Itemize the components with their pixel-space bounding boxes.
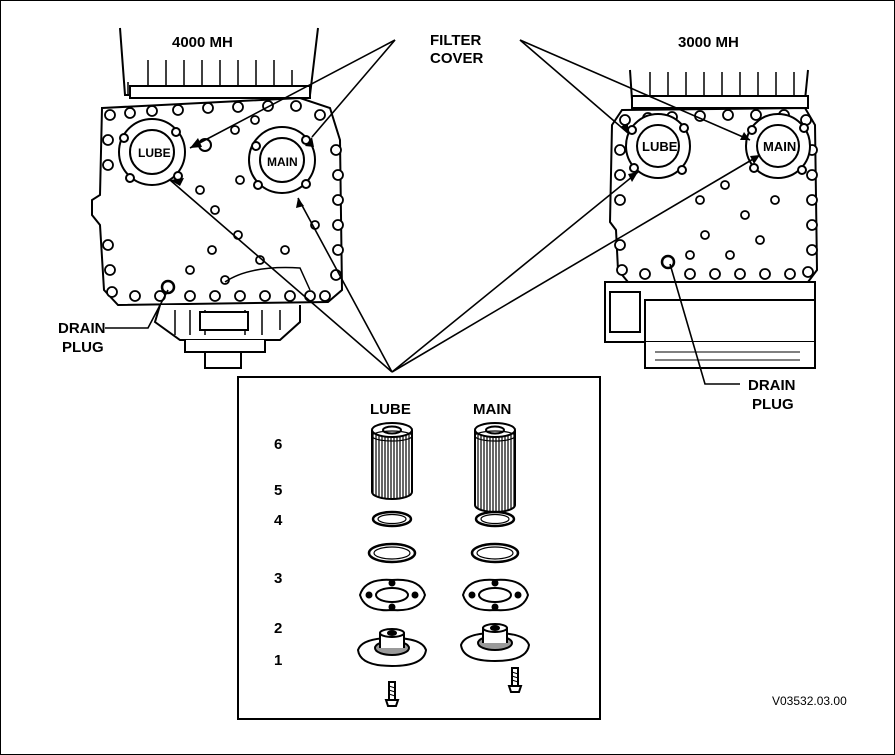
lube-gasket <box>358 578 427 612</box>
unit-3000mh-title: 3000 MH <box>678 34 739 51</box>
main-filter-cover-part <box>459 623 531 663</box>
lube-cover-bolt <box>384 681 400 707</box>
lube-filter-cover-part <box>356 628 428 668</box>
main-cover-label-3000: MAIN <box>763 139 796 154</box>
drain-plug-label-right-line2: PLUG <box>752 396 794 413</box>
part-number-6: 6 <box>274 436 282 453</box>
filter-cover-label-line1: FILTER <box>430 32 482 49</box>
lube-cover-label-4000: LUBE <box>138 146 171 160</box>
arrowheads <box>170 123 760 208</box>
main-filter-element <box>474 422 516 513</box>
perimeter-bolts-3000 <box>614 109 818 280</box>
filter-cover-label-line2: COVER <box>430 50 484 67</box>
figure-code: V03532.03.00 <box>772 694 847 708</box>
main-gasket <box>461 578 530 612</box>
part-number-1: 1 <box>274 652 282 669</box>
lube-small-seal-ring <box>371 510 413 528</box>
main-cover-bolt <box>507 667 523 693</box>
drain-plug-3000 <box>660 254 676 270</box>
drain-plug-label-left-line2: PLUG <box>62 339 104 356</box>
drain-plug-label-right-line1: DRAIN <box>748 377 796 394</box>
part-number-2: 2 <box>274 620 282 637</box>
lube-large-seal-ring <box>367 542 417 564</box>
mounting-base-3000 <box>604 281 816 369</box>
lube-filter-element <box>371 422 413 500</box>
bottom-fins <box>153 304 301 369</box>
main-cover-label-4000: MAIN <box>267 155 298 169</box>
lube-filter-parts <box>356 422 428 707</box>
main-small-seal-ring <box>474 510 516 528</box>
part-number-3: 3 <box>274 570 282 587</box>
drain-plug-label-left-line1: DRAIN <box>58 320 106 337</box>
main-large-seal-ring <box>470 542 520 564</box>
inset-lube-column-header: LUBE <box>370 401 411 418</box>
unit-4000mh-illustration <box>91 27 344 369</box>
perimeter-bolts <box>102 100 344 302</box>
main-filter-cover-3000 <box>745 113 811 179</box>
main-filter-cover-4000 <box>248 126 316 194</box>
unit-4000mh-title: 4000 MH <box>172 34 233 51</box>
unit-3000mh-illustration <box>604 69 819 369</box>
inset-main-column-header: MAIN <box>473 401 511 418</box>
part-number-5: 5 <box>274 482 282 499</box>
top-cooling-fins <box>119 27 319 99</box>
lube-filter-cover-3000 <box>625 113 691 179</box>
main-filter-parts <box>459 422 531 693</box>
top-cooling-fins-3000 <box>629 69 809 109</box>
drain-plug-4000 <box>160 279 176 295</box>
part-number-4: 4 <box>274 512 283 529</box>
parts-inset-box <box>237 376 601 720</box>
lube-filter-cover-4000 <box>118 118 212 186</box>
lube-cover-label-3000: LUBE <box>642 139 678 154</box>
